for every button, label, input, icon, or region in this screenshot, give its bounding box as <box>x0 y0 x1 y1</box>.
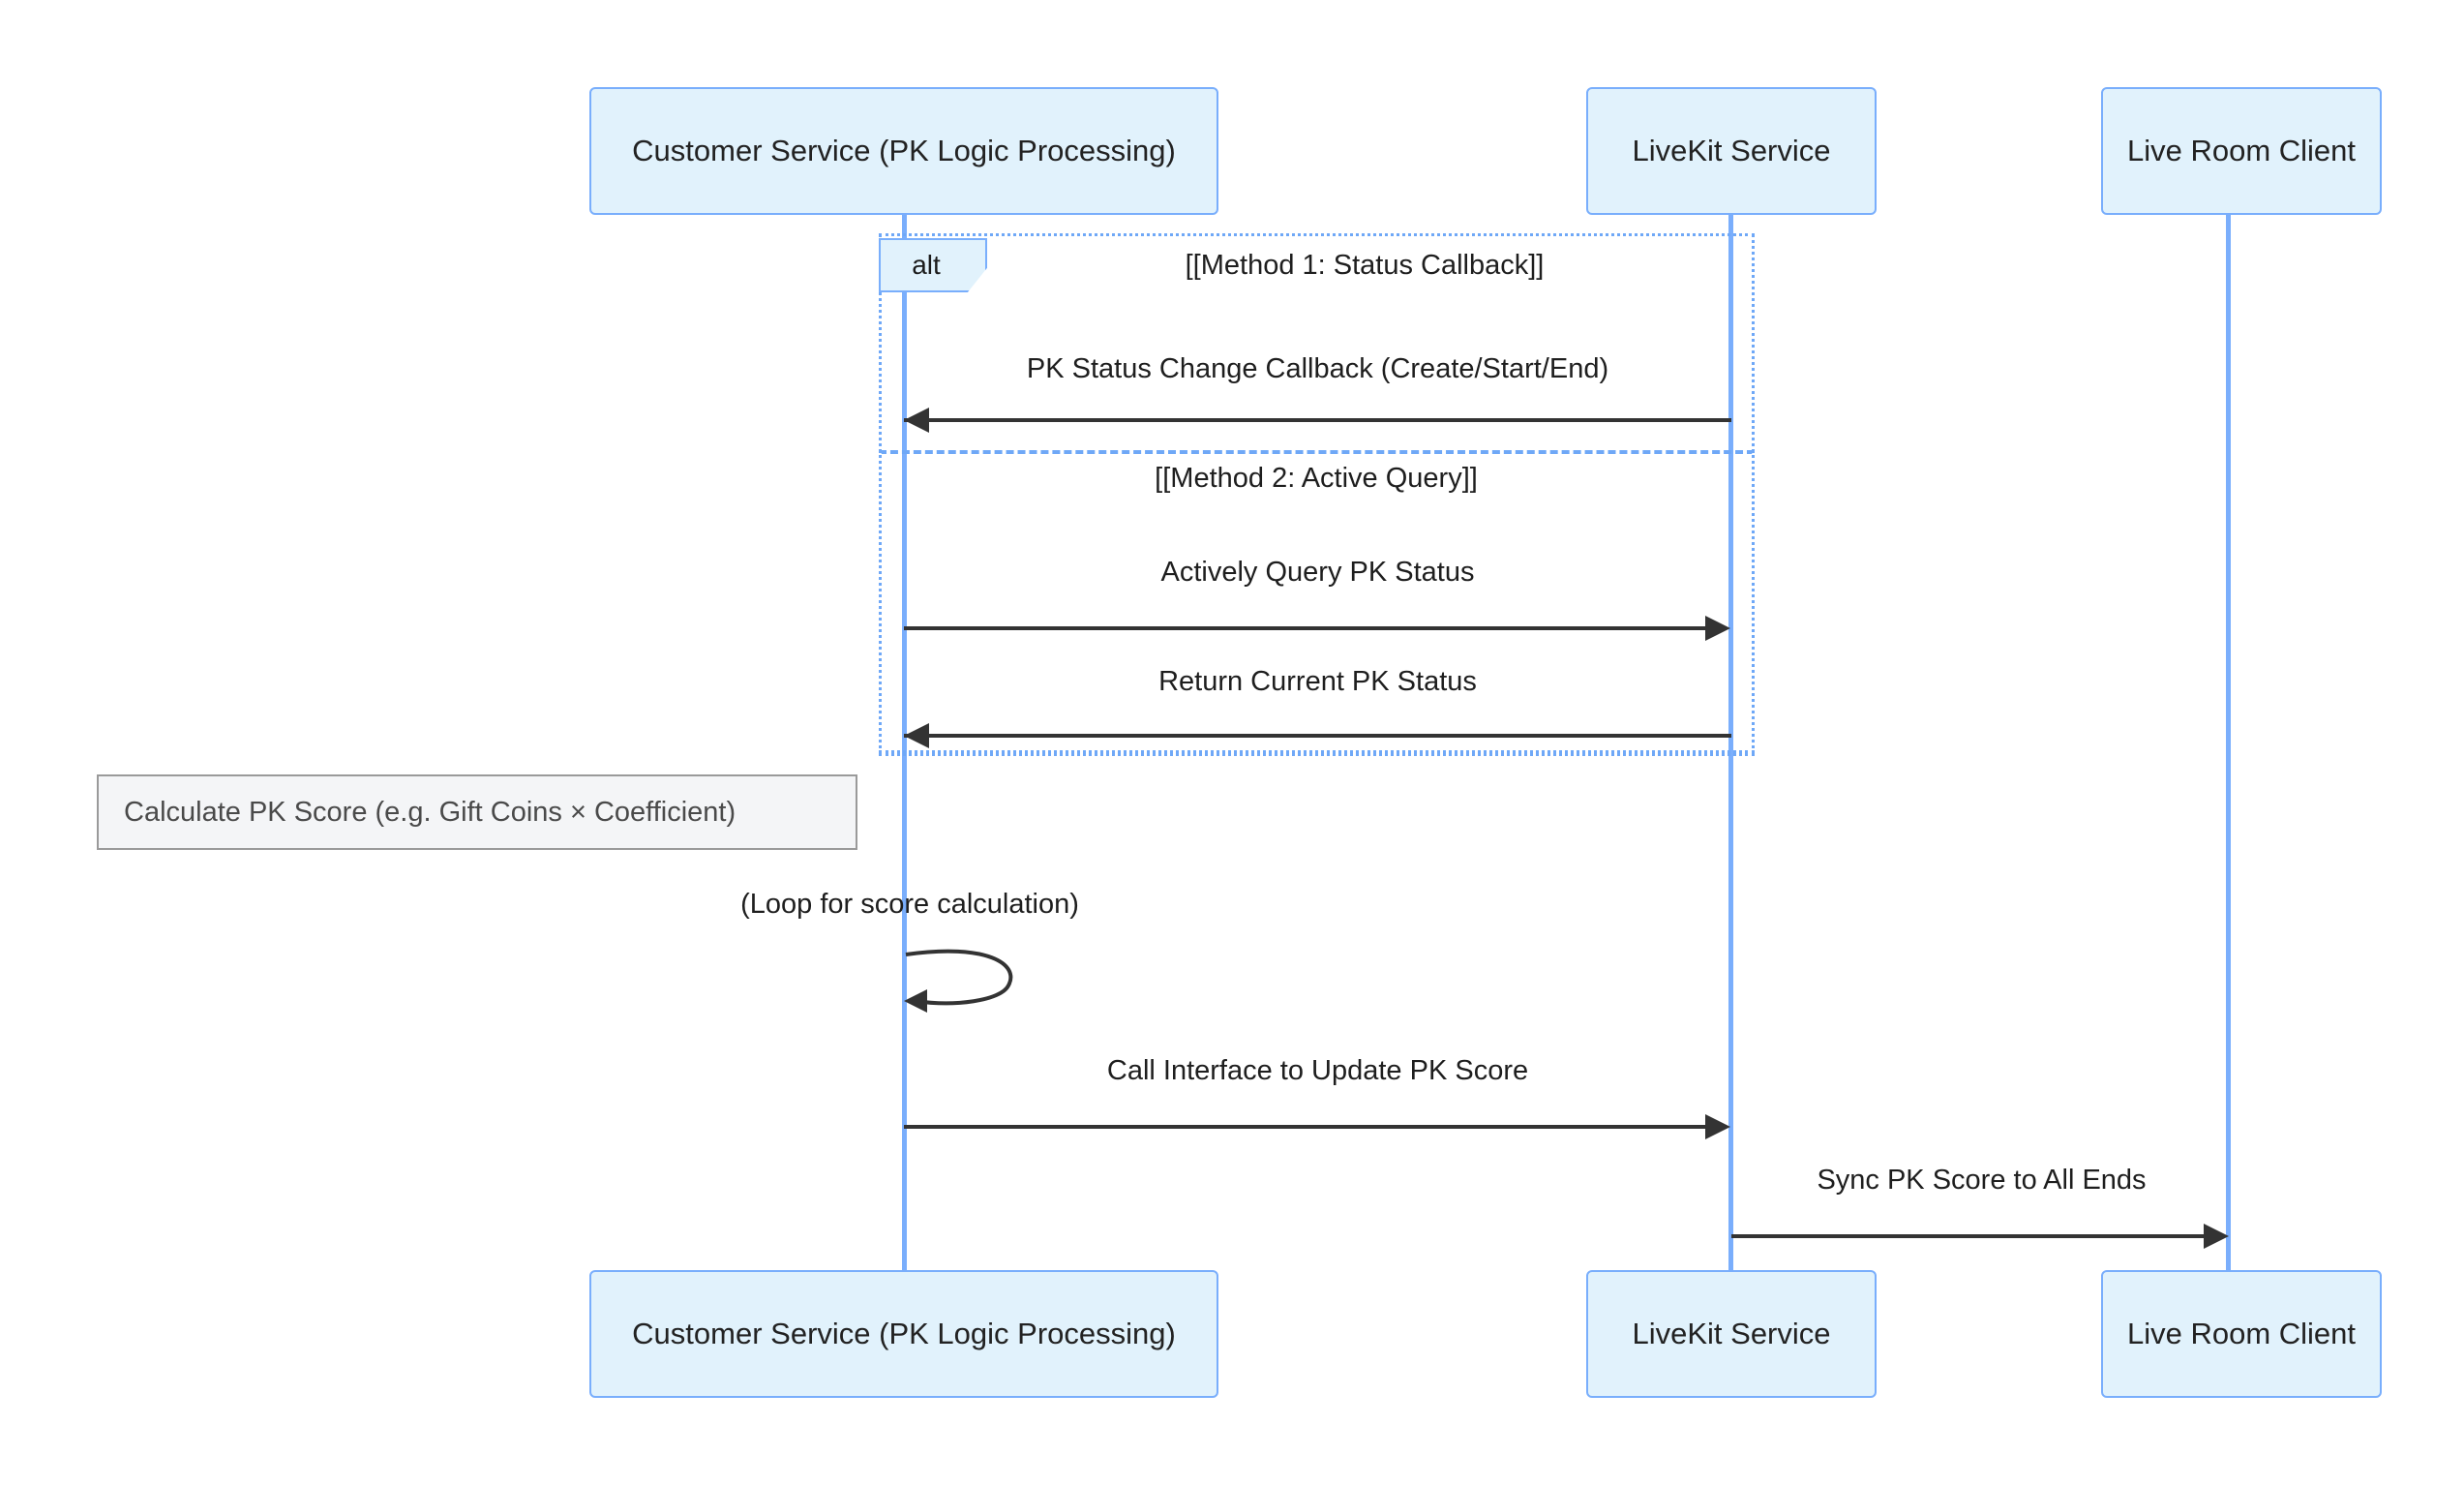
message-label-sync-pk-score-all-ends: Sync PK Score to All Ends <box>1817 1165 2147 1196</box>
alt-operator-text: alt <box>912 250 941 280</box>
participant-live-room-client-bottom[interactable]: Live Room Client <box>2101 1270 2382 1398</box>
arrowhead-right-call-interface-update-pk-score <box>1705 1114 1730 1139</box>
note-text: Calculate PK Score (e.g. Gift Coins × Co… <box>124 796 736 828</box>
arrowhead-left-pk-status-change-callback <box>904 408 929 433</box>
arrowhead-left-return-current-pk-status <box>904 723 929 748</box>
participant-customer-service-bottom[interactable]: Customer Service (PK Logic Processing) <box>589 1270 1218 1398</box>
note-calculate-pk-score: Calculate PK Score (e.g. Gift Coins × Co… <box>97 774 857 850</box>
message-line-call-interface-update-pk-score <box>904 1125 1705 1129</box>
lifeline-livekit-service <box>1728 215 1733 1270</box>
arrowhead-right-sync-pk-score-all-ends <box>2204 1224 2229 1249</box>
alt-section-1-title: [[Method 1: Status Callback]] <box>1185 250 1545 281</box>
message-line-actively-query-pk-status <box>904 626 1705 630</box>
message-label-call-interface-update-pk-score: Call Interface to Update PK Score <box>1106 1055 1529 1086</box>
arrowhead-right-actively-query-pk-status <box>1705 616 1730 641</box>
message-line-sync-pk-score-all-ends <box>1731 1234 2204 1238</box>
participant-live-room-client-top[interactable]: Live Room Client <box>2101 87 2382 215</box>
participant-label: Customer Service (PK Logic Processing) <box>632 134 1176 168</box>
alt-operator-label: alt <box>879 238 987 292</box>
participant-livekit-service-bottom[interactable]: LiveKit Service <box>1586 1270 1877 1398</box>
alt-else-section-frame <box>879 450 1755 753</box>
participant-livekit-service-top[interactable]: LiveKit Service <box>1586 87 1877 215</box>
message-label-return-current-pk-status: Return Current PK Status <box>1158 666 1477 697</box>
message-label-actively-query-pk-status: Actively Query PK Status <box>1160 557 1475 588</box>
participant-label: Live Room Client <box>2126 1317 2357 1351</box>
participant-customer-service-top[interactable]: Customer Service (PK Logic Processing) <box>589 87 1218 215</box>
participant-label: Customer Service (PK Logic Processing) <box>632 1317 1176 1351</box>
participant-label: LiveKit Service <box>1632 134 1831 168</box>
participant-label: Live Room Client <box>2126 134 2357 168</box>
lifeline-live-room-client <box>2226 215 2231 1270</box>
self-loop-arrow-customer-service <box>904 949 1013 1013</box>
message-line-return-current-pk-status <box>904 734 1731 738</box>
message-label-loop-for-score-calculation: (Loop for score calculation) <box>740 889 1079 920</box>
alt-section-2-title: [[Method 2: Active Query]] <box>1155 463 1478 494</box>
participant-label: LiveKit Service <box>1632 1317 1831 1351</box>
message-label-pk-status-change-callback: PK Status Change Callback (Create/Start/… <box>1026 353 1609 384</box>
message-line-pk-status-change-callback <box>904 418 1731 422</box>
